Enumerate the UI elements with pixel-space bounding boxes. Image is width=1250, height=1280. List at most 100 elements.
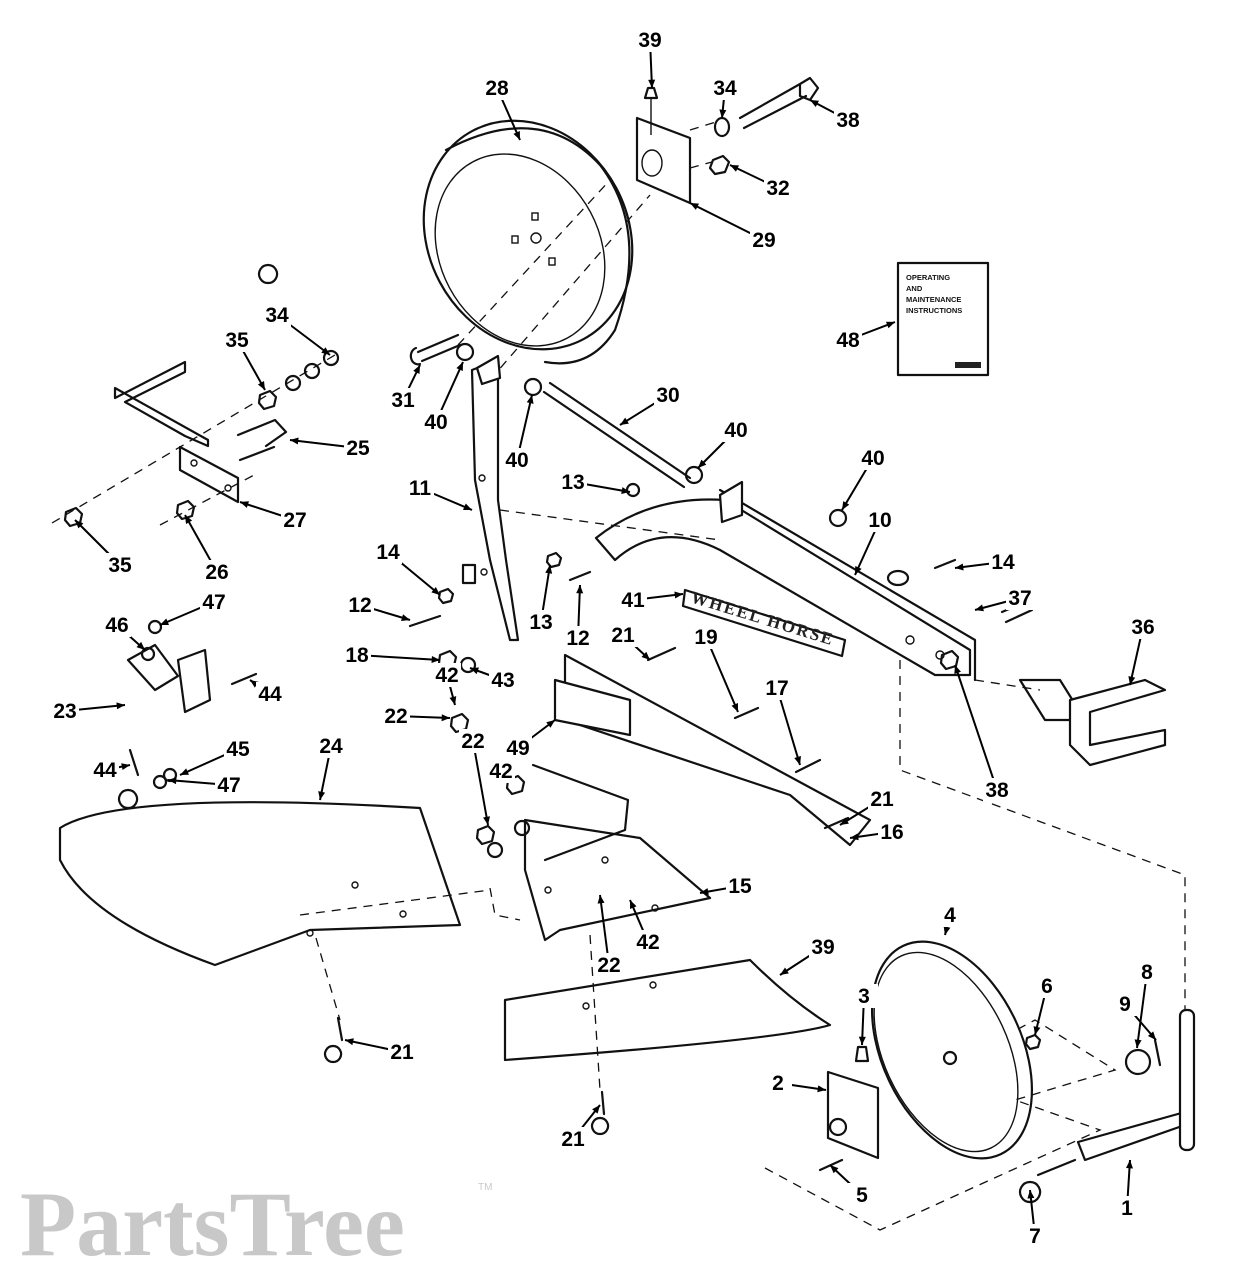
arrowhead-icon	[345, 1038, 354, 1046]
label-backdrop	[504, 736, 532, 760]
label-backdrop	[433, 663, 461, 687]
part-number-label: 47	[217, 774, 240, 797]
label-backdrop	[983, 778, 1011, 802]
callout-40: 40	[841, 446, 887, 511]
callout-12: 12	[346, 593, 411, 621]
callout-13: 13	[527, 564, 555, 634]
label-backdrop	[868, 787, 896, 811]
arrowhead-icon	[975, 604, 984, 612]
leader-line	[705, 636, 739, 713]
part-number-label: 12	[566, 627, 589, 650]
callout-38: 38	[809, 99, 862, 132]
part-number-label: 26	[205, 561, 228, 584]
callout-2: 2	[764, 1071, 827, 1095]
part-number-label: 1	[1121, 1197, 1133, 1220]
part-number-label: 41	[621, 589, 645, 612]
callout-17: 17	[763, 676, 801, 766]
adjusting-rod	[542, 381, 692, 489]
part-number-label: 25	[346, 437, 370, 460]
callout-37: 37	[974, 586, 1034, 612]
arrowhead-icon	[731, 703, 738, 712]
arrowhead-icon	[954, 665, 961, 674]
callout-5: 5	[829, 1164, 876, 1207]
part-number-label: 40	[424, 411, 447, 434]
part-number-label: 42	[636, 931, 659, 954]
frog-and-share	[408, 551, 872, 942]
callout-8: 8	[1133, 960, 1161, 1049]
callout-42: 42	[629, 899, 662, 954]
arrowhead-icon	[698, 459, 707, 468]
part-number-label: 39	[811, 936, 834, 959]
part-number-label: 44	[93, 759, 117, 782]
part-number-label: 18	[345, 644, 369, 667]
part-number-label: 34	[713, 77, 737, 100]
arrowhead-icon	[1128, 676, 1136, 685]
callout-44: 44	[249, 679, 284, 706]
label-backdrop	[764, 1071, 792, 1095]
arrowhead-icon	[240, 501, 249, 508]
label-backdrop	[281, 508, 309, 532]
callout-30: 30	[619, 383, 682, 426]
label-backdrop	[489, 668, 517, 692]
callout-42: 42	[433, 663, 461, 706]
label-backdrop	[263, 303, 291, 327]
label-backdrop	[654, 383, 682, 407]
callout-21: 21	[839, 787, 896, 826]
label-backdrop	[726, 874, 754, 898]
part-number-label: 46	[105, 614, 128, 637]
callout-13: 13	[559, 470, 631, 495]
arrowhead-icon	[257, 381, 265, 390]
callout-45: 45	[179, 737, 252, 776]
part-number-label: 19	[694, 626, 717, 649]
arrowhead-icon	[75, 520, 84, 529]
label-backdrop	[317, 734, 345, 758]
arrowhead-icon	[794, 756, 801, 765]
label-backdrop	[382, 704, 410, 728]
arrowhead-icon	[449, 696, 457, 705]
callout-7: 7	[1021, 1189, 1049, 1248]
label-backdrop	[527, 610, 555, 634]
arrowhead-icon	[674, 591, 683, 599]
arrowhead-icon	[840, 817, 849, 825]
callout-6: 6	[1033, 974, 1061, 1036]
label-backdrop	[344, 436, 372, 460]
label-backdrop	[374, 540, 402, 564]
arrowhead-icon	[413, 365, 420, 374]
part-number-label: 29	[752, 229, 775, 252]
callout-35: 35	[74, 519, 134, 577]
watermark-trademark: TM	[478, 1182, 492, 1193]
part-number-label: 21	[870, 788, 894, 811]
part-number-label: 21	[390, 1041, 414, 1064]
part-number-label: 24	[319, 735, 343, 758]
callout-43: 43	[469, 667, 517, 692]
part-number-label: 23	[53, 700, 76, 723]
label-backdrop	[503, 448, 531, 472]
arrowhead-icon	[136, 641, 145, 650]
part-number-label: 40	[861, 447, 884, 470]
label-backdrop	[1111, 992, 1139, 1016]
manual-line: MAINTENANCE	[906, 295, 961, 304]
callout-47: 47	[167, 773, 243, 797]
label-backdrop	[422, 410, 450, 434]
part-number-label: 44	[258, 683, 282, 706]
part-number-label: 31	[391, 389, 415, 412]
label-backdrop	[692, 625, 720, 649]
arrowhead-icon	[1147, 1031, 1156, 1040]
arrowhead-icon	[168, 777, 177, 785]
label-backdrop	[764, 176, 792, 200]
arrowhead-icon	[513, 131, 520, 140]
label-backdrop	[1113, 1196, 1141, 1220]
label-backdrop	[223, 328, 251, 352]
part-number-label: 21	[561, 1128, 585, 1151]
callout-40: 40	[503, 394, 534, 472]
callout-32: 32	[729, 164, 792, 200]
standard-shank	[409, 333, 543, 642]
arrowhead-icon	[621, 487, 630, 495]
wheel-horse-nameplate	[681, 588, 847, 658]
label-backdrop	[634, 930, 662, 954]
arrowhead-icon	[401, 614, 410, 621]
part-number-label: 40	[724, 419, 747, 442]
manual-line: OPERATING	[906, 273, 950, 282]
part-number-label: 32	[766, 177, 789, 200]
